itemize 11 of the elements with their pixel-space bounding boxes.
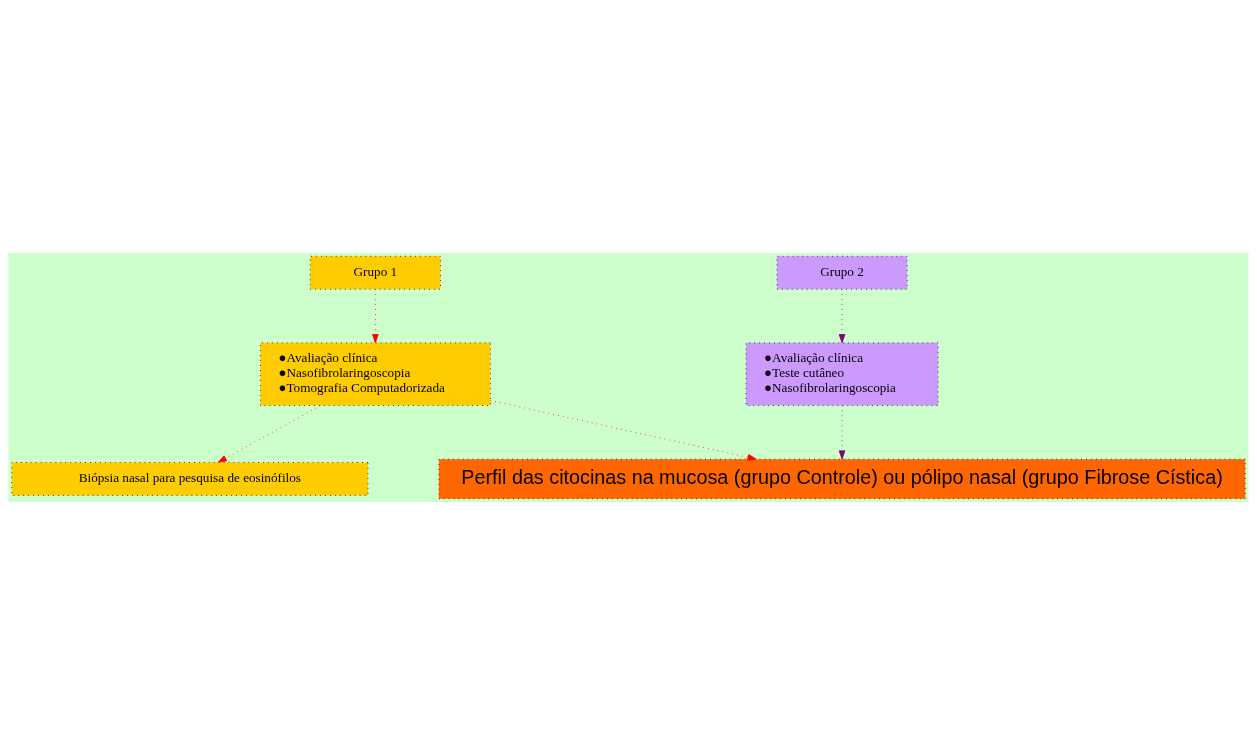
node-box: Grupo 2: [776, 255, 908, 290]
node-box: Biópsia nasal para pesquisa de eosinófilos: [11, 462, 369, 496]
arrow: [217, 405, 321, 463]
node-box: ●Avaliação clínica ●Nasofibrolaringoscopia ●Tomografia Computadorizada: [259, 342, 491, 406]
arrow: [838, 405, 846, 460]
node-box: Perfil das citocinas na mucosa (grupo Controle) ou pólipo nasal (grupo Fibrose Cística): [438, 458, 1246, 500]
arrow: [490, 400, 757, 461]
arrow: [372, 289, 379, 344]
arrow: [838, 289, 846, 344]
node-box: ●Avaliação clínica ●Teste cutâneo ●Nasofibrolaringoscopia: [745, 342, 939, 406]
node-box: Grupo 1: [309, 255, 441, 290]
